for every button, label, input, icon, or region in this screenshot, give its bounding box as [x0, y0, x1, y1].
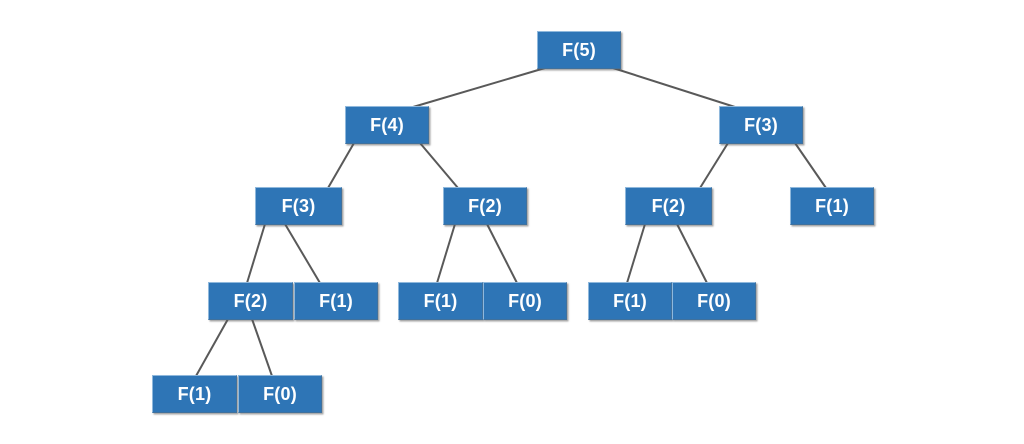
tree-edge	[251, 318, 273, 377]
tree-node-label: F(4)	[370, 114, 404, 135]
tree-node-label: F(2)	[233, 290, 268, 311]
tree-node[interactable]: F(3)	[255, 187, 342, 225]
tree-node-label: F(0)	[508, 290, 542, 311]
tree-node-label: F(5)	[562, 39, 596, 60]
tree-edge	[676, 223, 708, 284]
tree-node-label: F(0)	[697, 290, 731, 311]
tree-node-label: F(1)	[613, 290, 647, 311]
tree-node[interactable]: F(1)	[398, 282, 483, 320]
tree-edge	[612, 67, 736, 108]
tree-node-label: F(1)	[815, 195, 849, 216]
tree-node[interactable]: F(4)	[345, 106, 429, 144]
tree-edge	[419, 142, 459, 189]
tree-edge	[794, 142, 827, 189]
tree-node[interactable]: F(0)	[483, 282, 567, 320]
tree-edge	[436, 223, 456, 284]
tree-node-label: F(1)	[423, 290, 458, 311]
tree-node[interactable]: F(1)	[588, 282, 672, 320]
tree-edge	[699, 142, 729, 189]
tree-edge	[626, 223, 646, 284]
tree-edge	[486, 223, 518, 284]
tree-edge	[246, 223, 266, 284]
tree-node-label: F(0)	[263, 383, 297, 404]
tree-node[interactable]: F(3)	[719, 106, 803, 144]
tree-node-label: F(2)	[651, 195, 686, 216]
tree-node[interactable]: F(2)	[625, 187, 712, 225]
tree-edge	[284, 223, 321, 284]
tree-node[interactable]: F(2)	[443, 187, 527, 225]
tree-node-label: F(1)	[319, 290, 353, 311]
tree-node[interactable]: F(5)	[537, 31, 621, 69]
tree-edge	[327, 142, 355, 189]
tree-node[interactable]: F(0)	[672, 282, 756, 320]
tree-node[interactable]: F(2)	[208, 282, 293, 320]
tree-edge	[412, 67, 546, 108]
tree-node[interactable]: F(1)	[152, 375, 237, 413]
tree-node-label: F(3)	[281, 195, 316, 216]
tree-node[interactable]: F(1)	[294, 282, 378, 320]
tree-node[interactable]: F(1)	[790, 187, 874, 225]
tree-node[interactable]: F(0)	[238, 375, 322, 413]
tree-edge	[195, 318, 229, 377]
tree-node-label: F(2)	[468, 195, 502, 216]
tree-node-label: F(1)	[177, 383, 212, 404]
tree-node-label: F(3)	[744, 114, 778, 135]
